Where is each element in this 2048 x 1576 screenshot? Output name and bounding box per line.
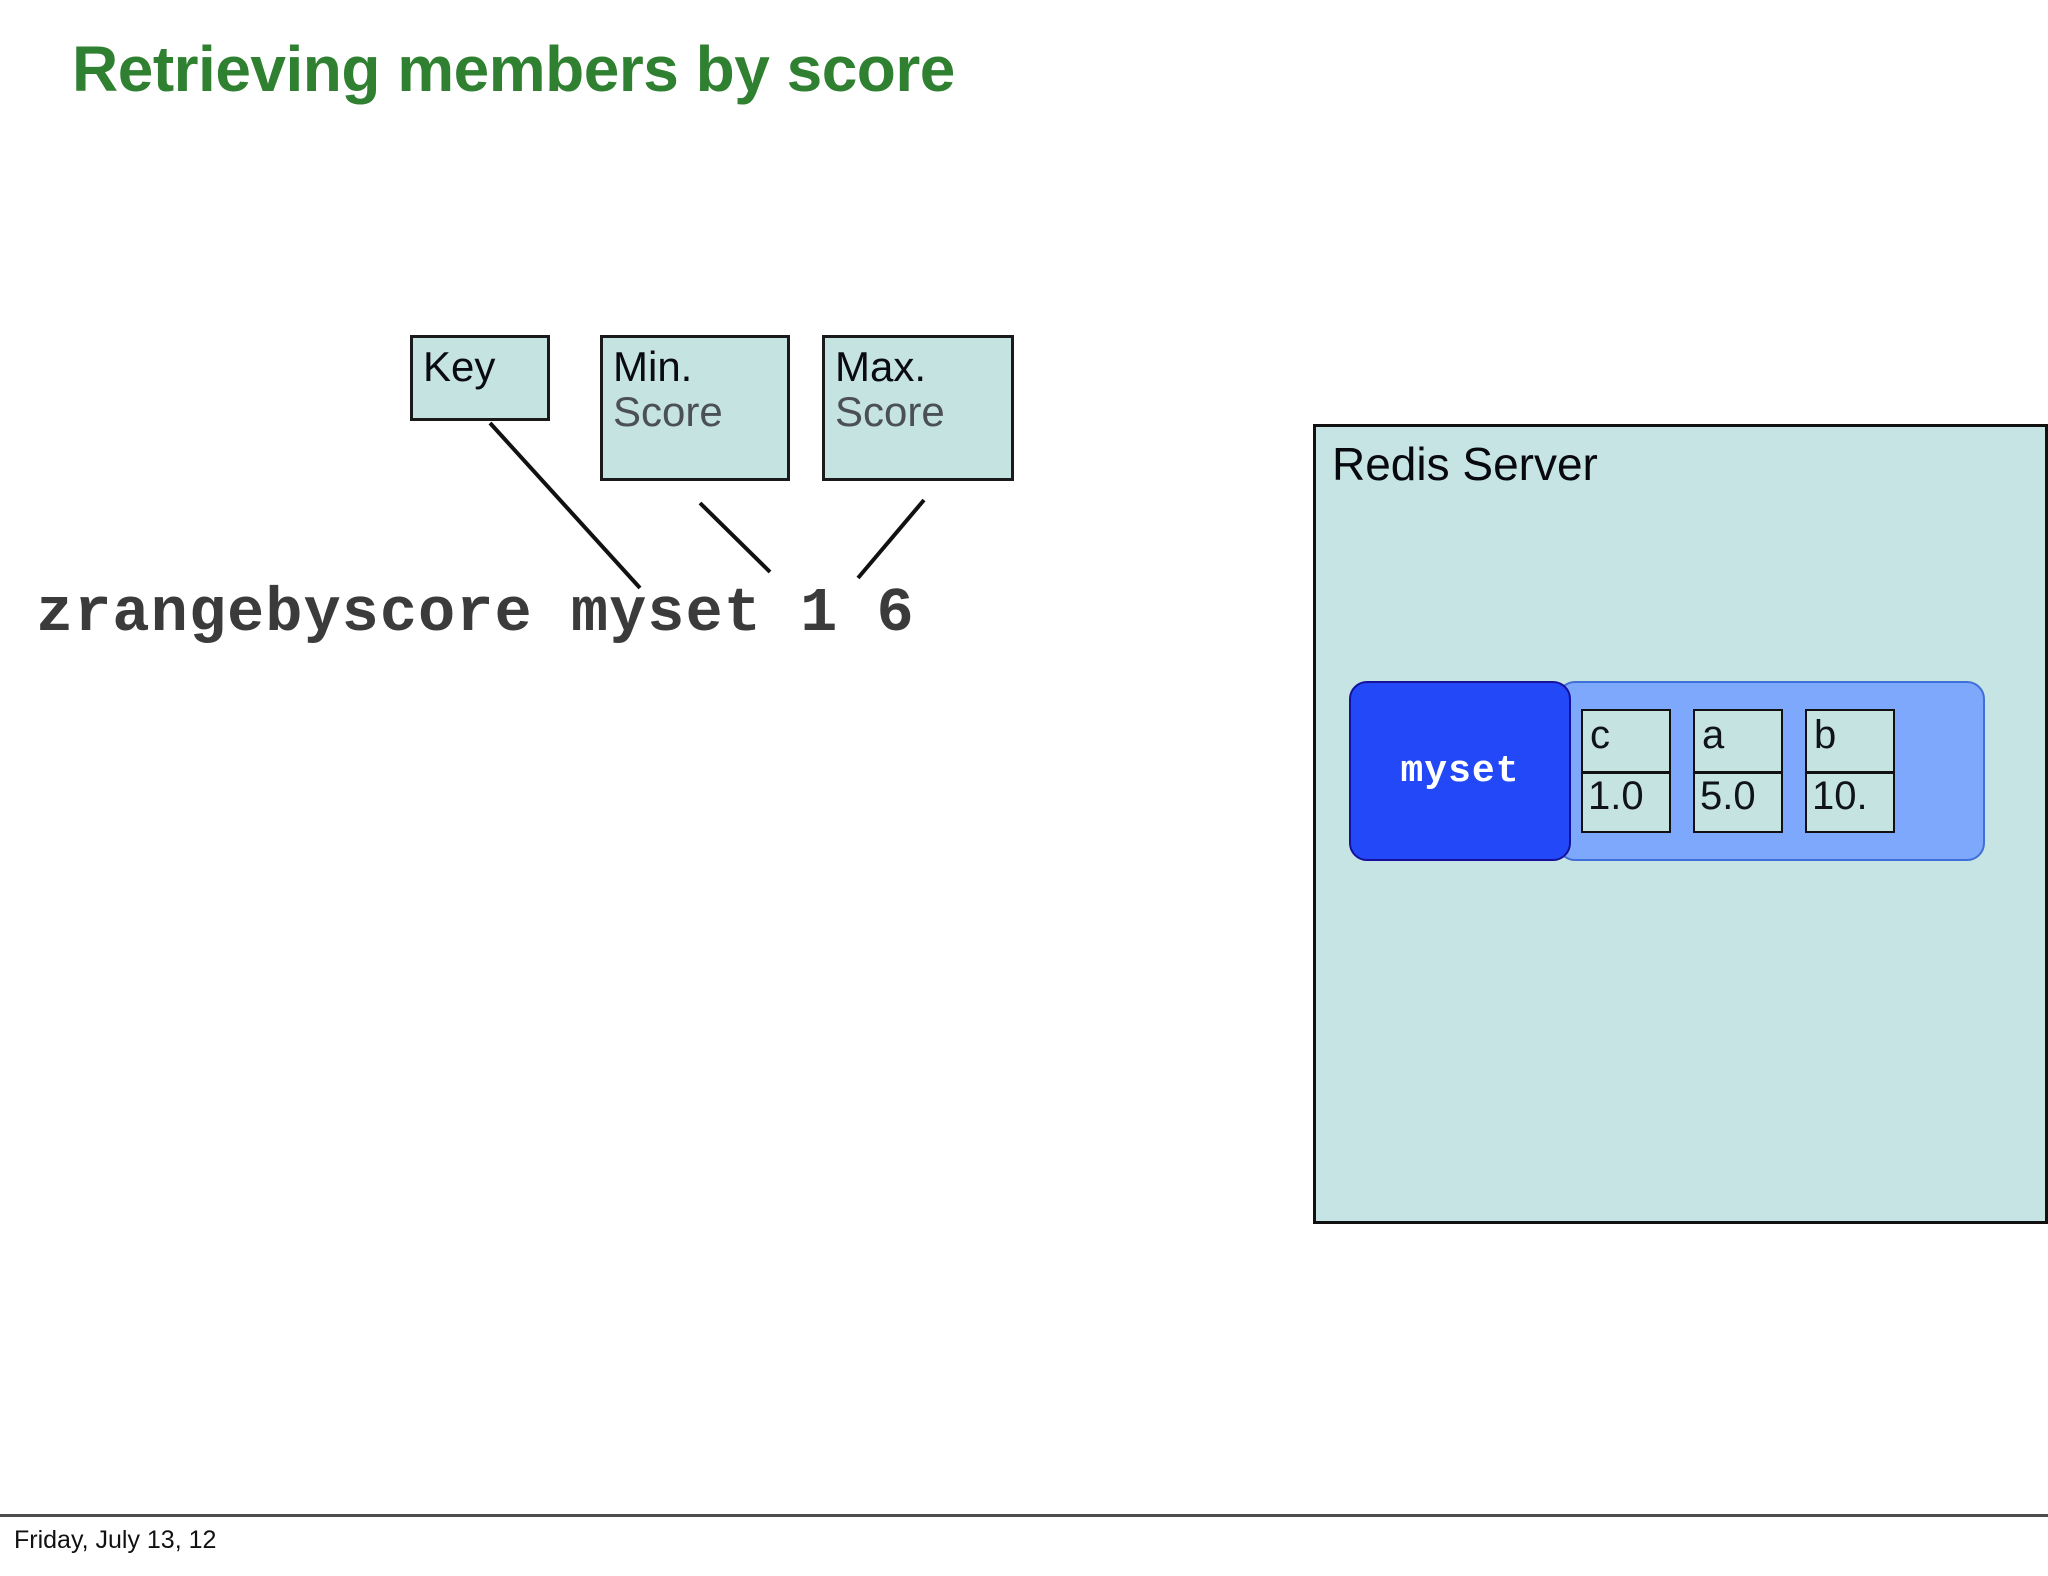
- callout-max-line1: Max.: [835, 343, 927, 390]
- callout-min-line1: Min.: [613, 343, 693, 390]
- callout-min-score: Min. Score: [600, 335, 790, 481]
- member-name: a: [1702, 713, 1725, 757]
- member-name: c: [1590, 713, 1610, 757]
- redis-server-title: Redis Server: [1332, 438, 1598, 490]
- member-score: 5.0: [1695, 771, 1781, 831]
- members-container: c 1.0 a 5.0 b 10.: [1557, 681, 1985, 861]
- member-score: 10.: [1807, 771, 1893, 831]
- callout-key: Key: [410, 335, 550, 421]
- member-cell: a 5.0: [1693, 709, 1783, 833]
- callout-max-line2: Score: [835, 388, 945, 436]
- member-name: b: [1814, 713, 1837, 757]
- member-cell: c 1.0: [1581, 709, 1671, 833]
- member-cell: b 10.: [1805, 709, 1895, 833]
- command-text: zrangebyscore myset 1 6: [36, 578, 915, 649]
- key-block-label: myset: [1400, 749, 1520, 793]
- callout-max-score: Max. Score: [822, 335, 1014, 481]
- callout-min-line2: Score: [613, 388, 723, 436]
- footer-date: Friday, July 13, 12: [14, 1526, 217, 1554]
- page-title: Retrieving members by score: [72, 33, 955, 105]
- key-block-myset: myset: [1349, 681, 1571, 861]
- member-score: 1.0: [1583, 771, 1669, 831]
- callout-key-line1: Key: [423, 343, 496, 390]
- connector-max-to-six: [856, 498, 926, 580]
- footer-divider: [0, 1514, 2048, 1517]
- connector-min-to-one: [698, 501, 772, 574]
